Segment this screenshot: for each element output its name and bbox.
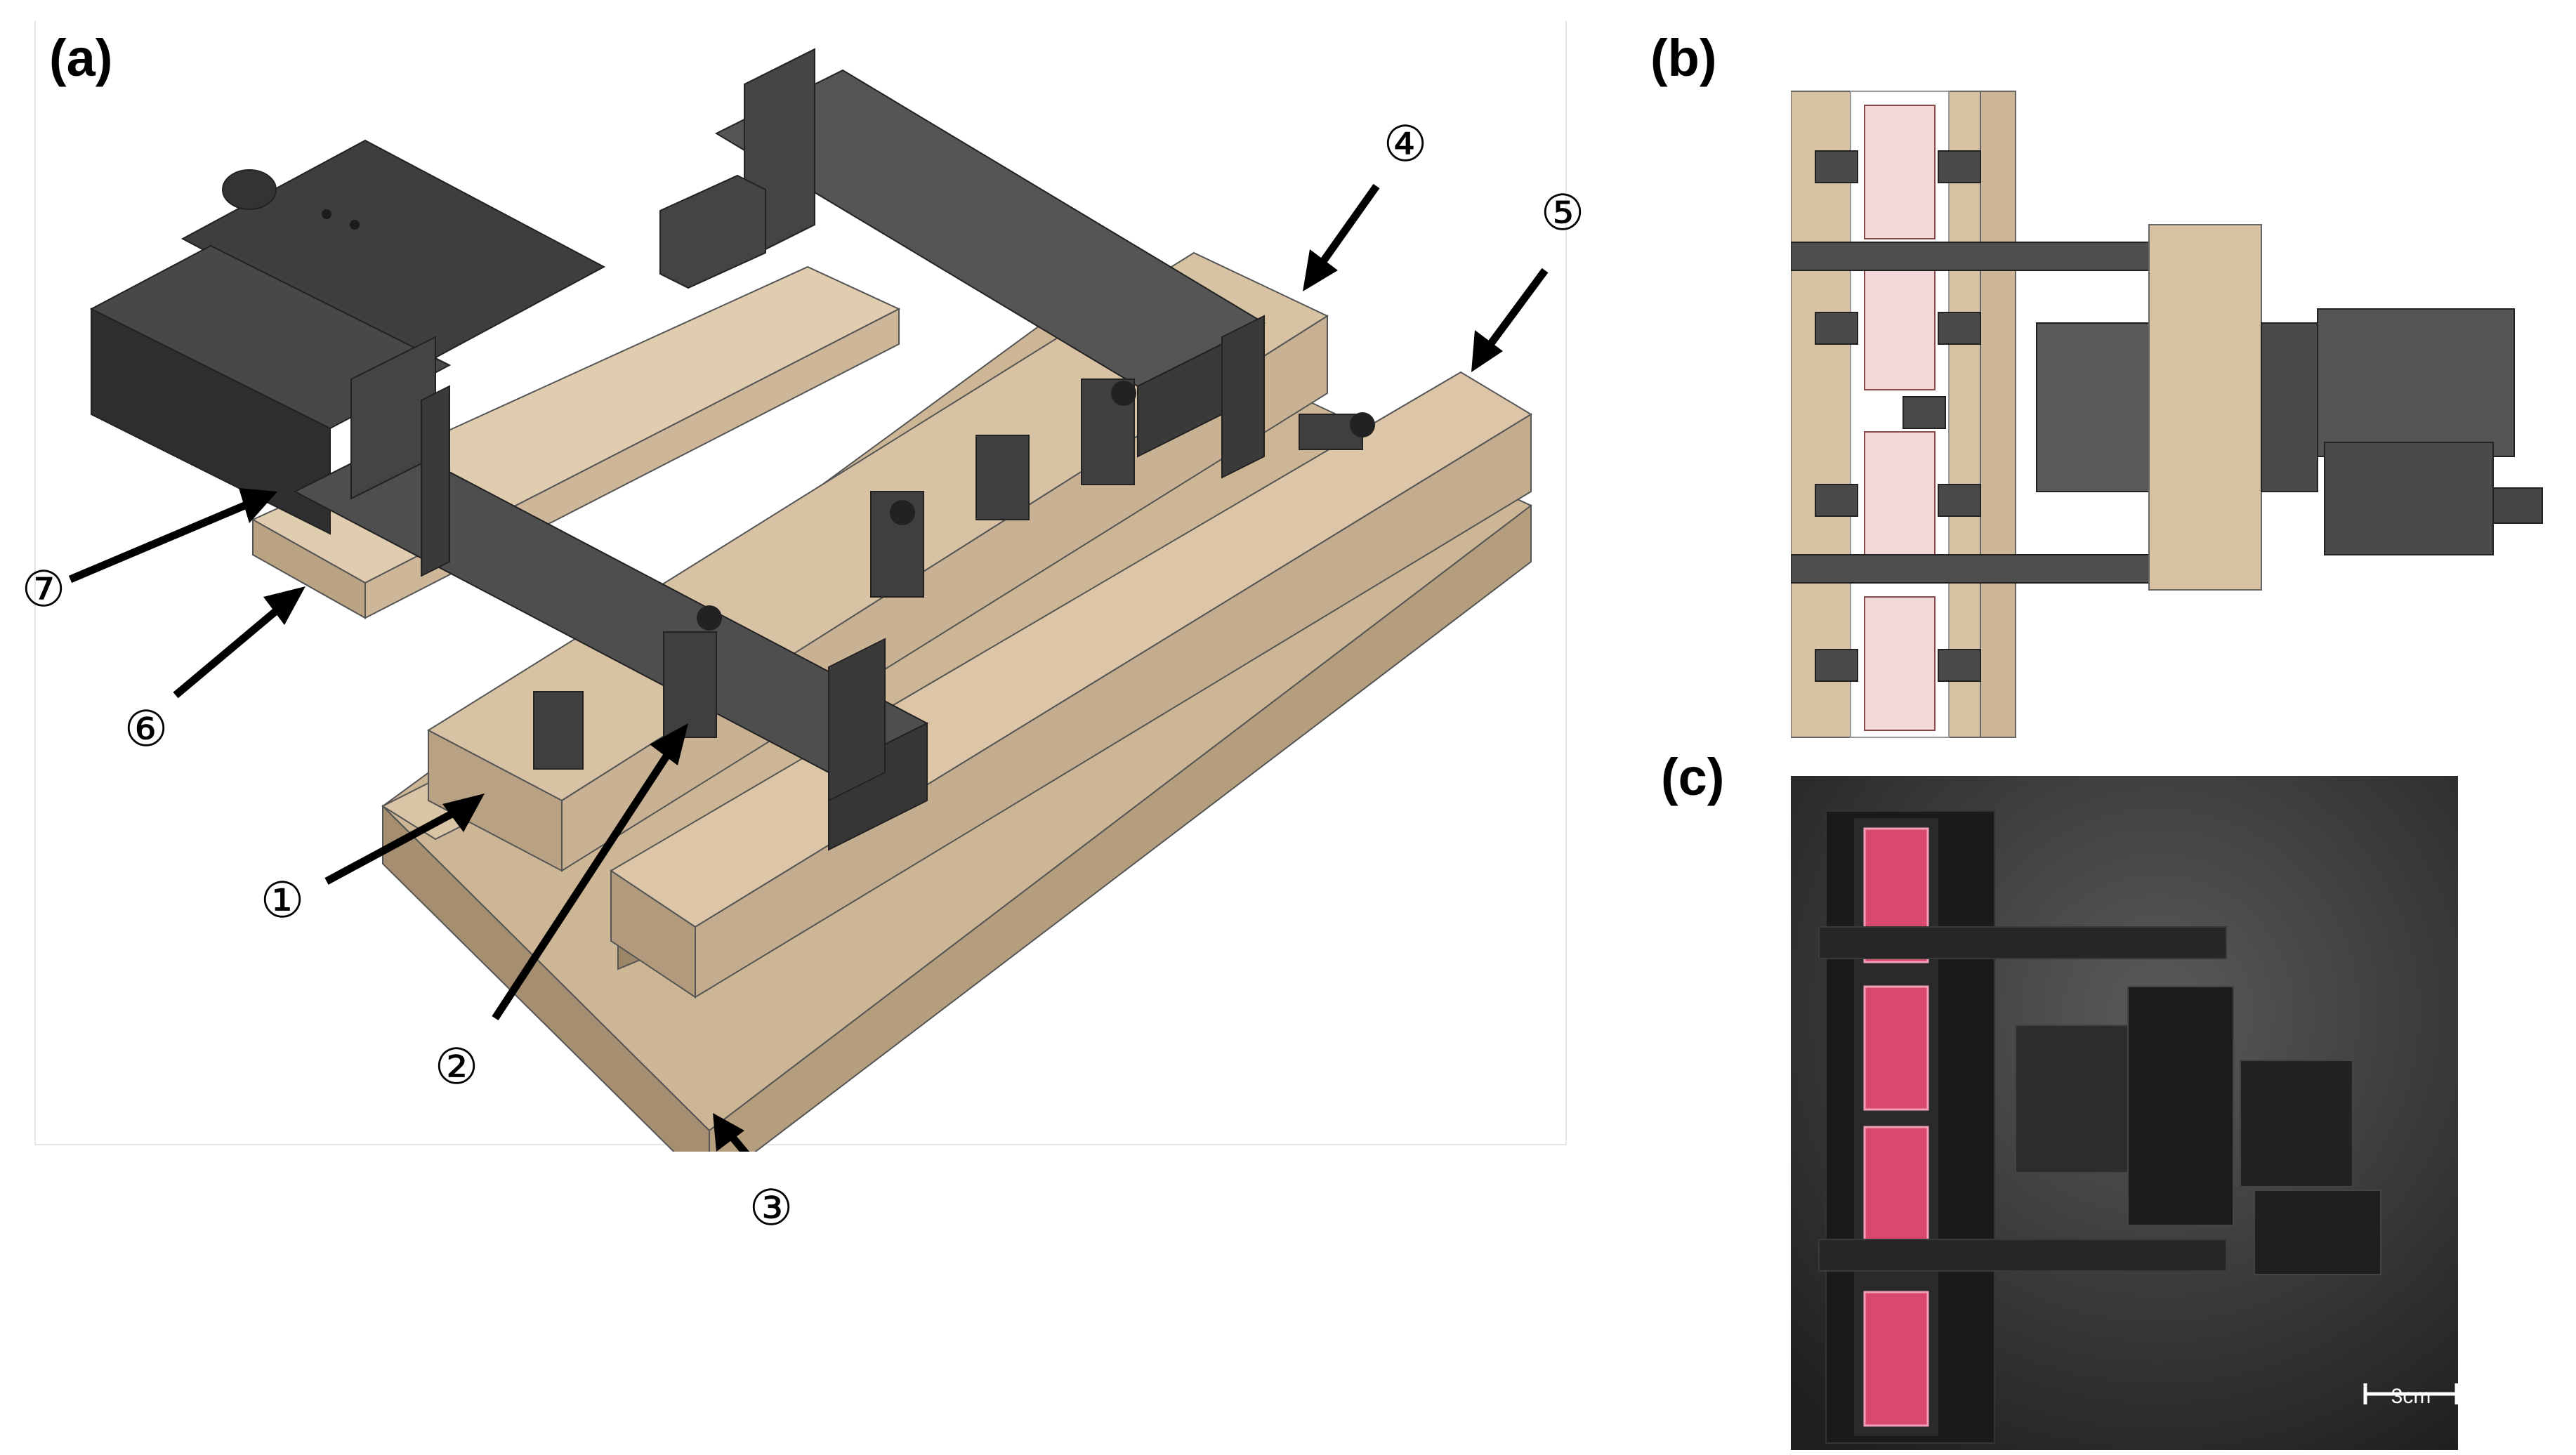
motor-top xyxy=(2261,308,2543,555)
callout-2: ② xyxy=(434,1038,479,1095)
panel-label-c: (c) xyxy=(1661,748,1725,806)
callout-3: ③ xyxy=(749,1179,794,1237)
photo-slider-motor xyxy=(2015,986,2381,1275)
panel-label-a: (a) xyxy=(49,29,113,87)
callout-5: ⑤ xyxy=(1540,184,1585,242)
clamp-pairs xyxy=(1815,150,1981,682)
callout-4: ④ xyxy=(1383,115,1428,173)
cad-isometric-view xyxy=(34,21,1567,1152)
callout-arrows xyxy=(68,183,1549,1152)
h-frame-back xyxy=(659,48,1266,479)
scale-bar xyxy=(2363,1383,2458,1404)
callout-1: ① xyxy=(260,871,305,929)
cad-top-view xyxy=(1791,77,2570,751)
photo-tissue-wells xyxy=(1863,827,1929,1427)
arrow-1 xyxy=(324,804,466,885)
arrow-5 xyxy=(1482,268,1549,354)
scale-bar-label: 3cm xyxy=(2391,1385,2431,1408)
arrow-6 xyxy=(173,600,287,699)
slider-top xyxy=(2036,224,2262,591)
h-frame-front xyxy=(293,336,929,851)
clamp-row xyxy=(533,378,1375,770)
callout-6: ⑥ xyxy=(124,700,169,758)
device-photo xyxy=(1791,776,2458,1450)
arrow-7 xyxy=(68,498,255,584)
arrow-2 xyxy=(492,742,678,1021)
callout-7: ⑦ xyxy=(21,560,66,618)
arrow-4 xyxy=(1313,183,1380,273)
photo-h-frame xyxy=(1818,926,2227,1272)
panel-a-frame xyxy=(34,21,1567,1145)
linear-actuator-motor xyxy=(89,139,606,535)
panel-label-b: (b) xyxy=(1650,29,1717,87)
